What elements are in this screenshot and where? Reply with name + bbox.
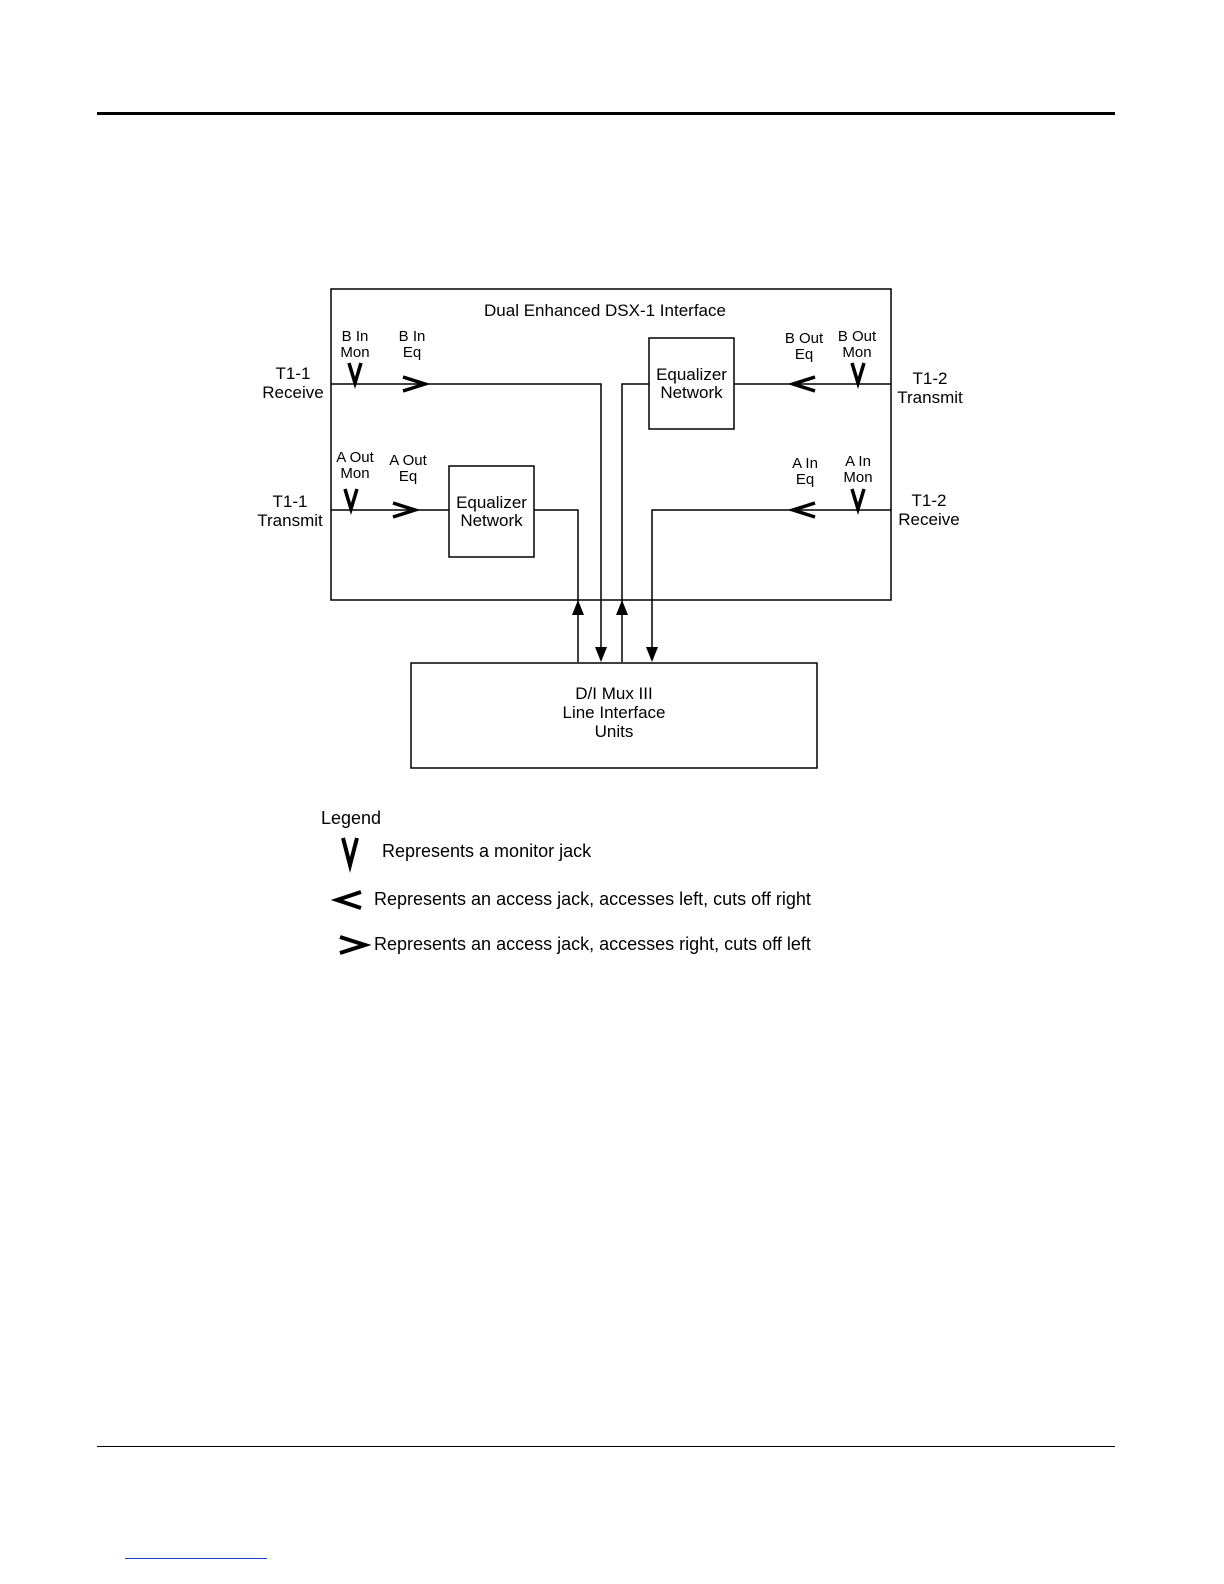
down-arrow-2 <box>646 647 658 662</box>
jack-label-a-out-eq: A Out Eq <box>389 452 427 485</box>
interface-title: Dual Enhanced DSX-1 Interface <box>484 301 726 320</box>
mux-box <box>410 662 818 769</box>
down-arrow-1 <box>595 647 607 662</box>
access-right-jack-icon <box>402 375 431 393</box>
jack-label-b-out-mon: B Out Mon <box>837 328 877 361</box>
footer-link-underline[interactable] <box>125 1558 267 1559</box>
access-left-jack-icon <box>787 501 816 519</box>
up-arrow-2 <box>616 600 628 615</box>
header-rule <box>97 112 1115 115</box>
legend-access-left-icon <box>330 890 362 910</box>
port-label-t1-1-receive: T1-1 Receive <box>262 364 324 402</box>
jack-label-a-in-mon: A In Mon <box>843 453 873 486</box>
t1-1-transmit-line-right <box>534 509 579 662</box>
up-arrow-1 <box>572 600 584 615</box>
jack-label-b-in-eq: B In Eq <box>398 328 426 361</box>
jack-label-b-out-eq: B Out Eq <box>784 330 824 363</box>
monitor-jack-icon <box>850 362 866 390</box>
t1-2-transmit-line-left <box>621 383 649 662</box>
mux-label: D/I Mux III Line Interface Units <box>562 684 666 741</box>
port-label-t1-2-transmit: T1-2 Transmit <box>897 369 963 407</box>
access-left-jack-icon <box>787 375 816 393</box>
legend-access-right-icon <box>339 935 372 955</box>
legend-access-left-text: Represents an access jack, accesses left… <box>374 889 811 909</box>
legend-monitor-jack-icon <box>341 837 359 873</box>
legend-title: Legend <box>321 808 382 828</box>
t1-2-receive-line <box>651 509 891 651</box>
monitor-jack-icon <box>850 488 866 516</box>
jack-label-b-in-mon: B In Mon <box>340 328 370 361</box>
jack-label-a-in-eq: A In Eq <box>792 455 818 488</box>
monitor-jack-icon <box>343 488 359 516</box>
legend-access-right-text: Represents an access jack, accesses righ… <box>374 934 811 954</box>
port-label-t1-1-transmit: T1-1 Transmit <box>257 492 323 530</box>
footer-rule <box>97 1446 1115 1447</box>
interface-box <box>330 288 892 601</box>
port-label-t1-2-receive: T1-2 Receive <box>898 491 960 529</box>
monitor-jack-icon <box>347 362 363 390</box>
equalizer-box-bottom <box>448 465 535 558</box>
equalizer-label-top: Equalizer Network <box>656 365 727 402</box>
legend-monitor-jack-text: Represents a monitor jack <box>382 841 592 861</box>
equalizer-label-bottom: Equalizer Network <box>456 493 527 530</box>
jack-label-a-out-mon: A Out Mon <box>336 449 374 482</box>
access-right-jack-icon <box>392 501 421 519</box>
